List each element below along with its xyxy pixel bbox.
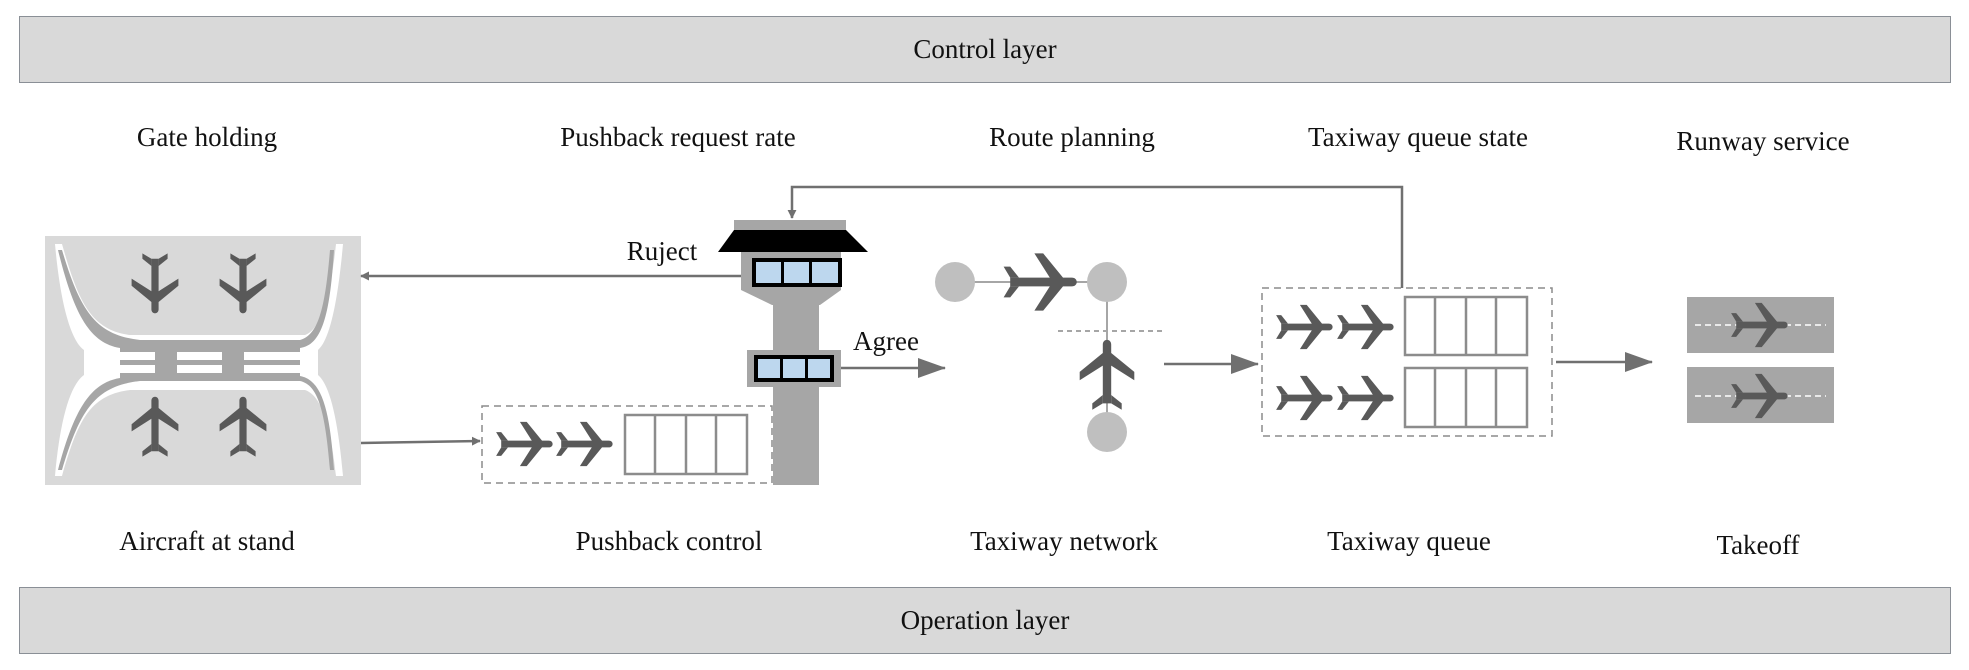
airplane-icon (496, 421, 553, 467)
pushback-control-label: Pushback control (575, 526, 763, 556)
aircraft-at-stand-label: Aircraft at stand (119, 526, 295, 556)
stand-to-pushback-arrow (360, 436, 481, 446)
airplane-icon (556, 421, 613, 467)
control-layer-label: Control layer (913, 34, 1057, 64)
airplane-icon (1003, 253, 1077, 311)
airplane-icon (1079, 339, 1135, 410)
airplane-icon (1276, 375, 1333, 421)
taxiway-queue-box (1261, 287, 1553, 437)
airplane-icon (1276, 304, 1333, 350)
taxiway-queue-state-label: Taxiway queue state (1307, 122, 1529, 152)
route-planning-label: Route planning (989, 122, 1155, 152)
reject-arrow-label: Ruject (626, 236, 698, 266)
runway-service-label: Runway service (1676, 126, 1850, 156)
agree-arrow-label: Agree (853, 326, 919, 356)
operation-layer-band: Operation layer (19, 587, 1951, 654)
airplane-icon (1337, 375, 1394, 421)
operation-layer-label: Operation layer (900, 605, 1070, 635)
pushback-queue-box (481, 405, 773, 484)
airport-stand-icon (45, 236, 361, 485)
taxiway-network-label: Taxiway network (970, 526, 1158, 556)
control-layer-band: Control layer (19, 16, 1951, 83)
taxiway-queue-label: Taxiway queue (1327, 526, 1491, 556)
runway-icon (1687, 297, 1834, 423)
airplane-icon (1337, 304, 1394, 350)
queue-state-feedback-arrow (787, 185, 1404, 288)
control-tower-icon (718, 220, 868, 485)
taxiway-network-icon (935, 253, 1166, 452)
pushback-request-rate-label: Pushback request rate (560, 122, 796, 152)
gate-holding-label: Gate holding (136, 122, 278, 152)
takeoff-label: Takeoff (1716, 530, 1800, 560)
